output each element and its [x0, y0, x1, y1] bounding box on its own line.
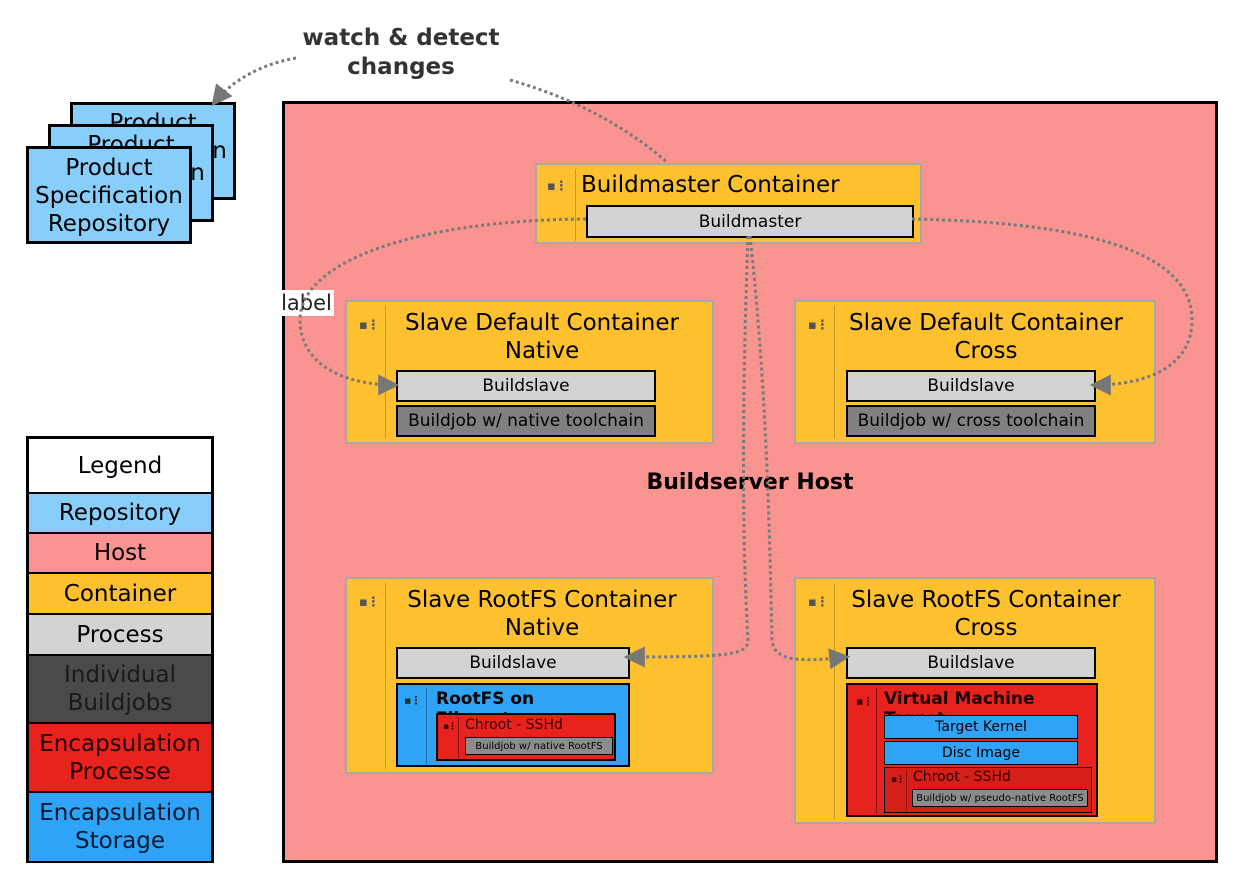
legend-repository: Repository: [26, 494, 214, 534]
title-line-1: Slave Default Container: [849, 310, 1123, 336]
repository-line-1: Product: [65, 155, 153, 181]
legend-container: Container: [26, 574, 214, 615]
container-divider: [575, 169, 576, 241]
chroot-sshd: ▪⋮ Chroot - SSHd Buildjob w/ native Root…: [436, 713, 616, 761]
title-line-1: Slave RootFS Container: [407, 587, 677, 613]
product-specification-repository: Product Specification Repository: [26, 146, 192, 244]
legend-host: Host: [26, 534, 214, 574]
watch-arrow-to-repository: [211, 56, 297, 107]
slave-rootfs-native-container: ▪⋮ Slave RootFS Container Native Buildsl…: [345, 577, 714, 774]
annotation-line-2: changes: [347, 54, 455, 80]
legend-individual-buildjobs-label: Individual Buildjobs: [63, 662, 176, 716]
container-divider: [385, 583, 386, 769]
rootfs-storage: ▪⋮ RootFS on Filesystem ▪⋮ Chroot - SSHd…: [396, 683, 630, 767]
buildslave-process: Buildslave: [396, 647, 630, 679]
buildmaster-container: ▪⋮ Buildmaster Container Buildmaster: [535, 163, 922, 244]
repository-line-3: Repository: [47, 211, 171, 237]
title-line-2: Cross: [954, 615, 1018, 641]
chroot-label: Chroot - SSHd: [465, 717, 563, 733]
buildmaster-process: Buildmaster: [586, 205, 914, 238]
storage-icon: ▪⋮: [404, 694, 421, 707]
buildjob-native-rootfs: Buildjob w/ native RootFS: [465, 737, 613, 755]
edge-label: label: [279, 290, 334, 316]
container-divider: [834, 583, 835, 819]
chroot-icon: ▪⋮: [443, 722, 457, 732]
legend-individual-buildjobs: Individual Buildjobs: [26, 656, 214, 724]
vm-divider: [876, 688, 877, 814]
slave-default-native-container: ▪⋮ Slave Default Container Native Builds…: [345, 300, 714, 444]
title-line-1: Slave RootFS Container: [851, 587, 1121, 613]
buildjob-native-toolchain: Buildjob w/ native toolchain: [396, 405, 656, 437]
disc-image: Disc Image: [884, 741, 1078, 765]
container-icon: ▪⋮: [808, 318, 829, 333]
storage-divider: [426, 688, 427, 764]
buildjob-pseudo-native-rootfs: Buildjob w/ pseudo-native RootFS: [912, 789, 1088, 807]
buildslave-process: Buildslave: [396, 370, 656, 402]
title-line-2: Cross: [954, 338, 1018, 364]
chroot-divider: [458, 717, 459, 759]
container-icon: ▪⋮: [359, 595, 380, 610]
legend-encapsulation-storage-label: Encapsulation Storage: [39, 800, 201, 854]
vm-icon: ▪⋮: [856, 695, 873, 708]
repository-line-2: Specification: [35, 183, 183, 209]
legend-encapsulation-storage: Encapsulation Storage: [26, 793, 214, 863]
chroot-divider: [906, 770, 907, 810]
watch-annotation: watch & detect changes: [286, 24, 516, 82]
legend-title: Legend: [26, 436, 214, 494]
slave-rootfs-cross-container: ▪⋮ Slave RootFS Container Cross Buildsla…: [794, 577, 1156, 824]
chroot-icon: ▪⋮: [891, 775, 905, 785]
virtual-machine-target: ▪⋮ Virtual Machine Target Target Kernel …: [846, 683, 1098, 817]
slave-rootfs-cross-title: Slave RootFS Container Cross: [836, 586, 1136, 642]
host-label: Buildserver Host: [646, 469, 854, 495]
container-divider: [385, 306, 386, 438]
slave-default-native-title: Slave Default Container Native: [387, 309, 697, 365]
title-line-2: Native: [504, 615, 580, 641]
legend-encapsulation-processe-label: Encapsulation Processe: [39, 730, 201, 785]
annotation-line-1: watch & detect: [302, 25, 500, 51]
slave-rootfs-native-title: Slave RootFS Container Native: [387, 586, 697, 642]
container-divider: [834, 306, 835, 438]
buildjob-cross-toolchain: Buildjob w/ cross toolchain: [846, 405, 1096, 437]
title-line-2: Native: [504, 338, 580, 364]
title-line-1: Slave Default Container: [405, 310, 679, 336]
chroot-label: Chroot - SSHd: [913, 769, 1011, 785]
container-icon: ▪⋮: [808, 595, 829, 610]
slave-default-cross-title: Slave Default Container Cross: [836, 309, 1136, 365]
buildslave-process: Buildslave: [846, 370, 1096, 402]
target-kernel: Target Kernel: [884, 715, 1078, 739]
chroot-sshd: ▪⋮ Chroot - SSHd Buildjob w/ pseudo-nati…: [884, 767, 1092, 813]
buildmaster-container-title: Buildmaster Container: [581, 172, 840, 198]
container-icon: ▪⋮: [547, 179, 568, 194]
buildslave-process: Buildslave: [846, 647, 1096, 679]
legend-encapsulation-processe: Encapsulation Processe: [26, 724, 214, 793]
legend-process: Process: [26, 615, 214, 656]
container-icon: ▪⋮: [359, 318, 380, 333]
slave-default-cross-container: ▪⋮ Slave Default Container Cross Buildsl…: [794, 300, 1156, 444]
